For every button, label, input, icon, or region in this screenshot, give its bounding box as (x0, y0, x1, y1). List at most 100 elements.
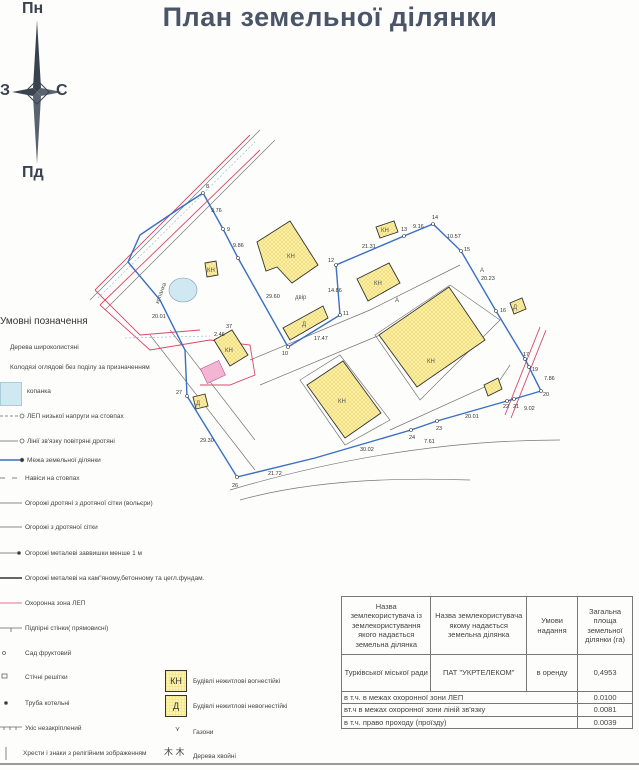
building (356, 262, 401, 302)
table-cell: в т.ч. в межах охоронної зони ЛЕП (340, 690, 579, 705)
building (378, 286, 486, 388)
dimension-label: 30.02 (360, 447, 374, 453)
point-number: 22 (503, 404, 509, 410)
table-row: вт.ч в межах охоронної зони ліній зв'язк… (340, 703, 633, 717)
legend-item: Дерева хвойні (193, 753, 236, 760)
legend-item: Укіс незакріплений (25, 725, 82, 732)
table-cell: 0,4953 (577, 654, 633, 692)
legend-item: Підпірні стінки( прямовисні) (25, 625, 109, 632)
compass-rose-icon (12, 20, 62, 164)
dimension-label: 10.57 (447, 234, 461, 240)
compass-south: Пд (22, 164, 44, 181)
power-line-zone (94, 134, 547, 419)
point-number: 13 (401, 227, 407, 233)
building (204, 260, 219, 278)
table-header: Назва землекористувача якому надається з… (430, 596, 527, 655)
table-header: Загальна площа земельної ділянки (га) (577, 596, 633, 655)
legend-item: Хрести і знаки з релігійним зображенням (23, 750, 147, 757)
dimension-label: 2.46 (214, 332, 225, 338)
point-number: 10 (282, 351, 288, 357)
communication-lines (97, 141, 256, 339)
fireproof-building-key-icon: КН (165, 670, 187, 692)
table-row: в т.ч. право проходу (проїзду) 0.0039 (340, 715, 633, 730)
point-number: 16 (500, 308, 506, 314)
table-cell: 0.0100 (577, 690, 633, 705)
point-number: 14 (432, 215, 438, 221)
conifer-tree-icon: ⽊ ⽊ (164, 747, 185, 757)
legend-item: Навіси на стовпах (25, 475, 80, 482)
pond (168, 277, 198, 303)
legend-item: ЛЕП низької напруги на стовпах (27, 413, 124, 420)
building-label: Д (196, 401, 200, 407)
dimension-label: 17.47 (314, 336, 328, 342)
boundary-vertices (185, 191, 543, 479)
compass-west: З (0, 82, 11, 99)
dimension-label: 29.60 (266, 294, 280, 300)
legend-item: Будівлі нежитлові невогнестійкі (193, 703, 288, 710)
point-number: 24 (409, 435, 415, 441)
dimension-label: 20.01 (152, 314, 166, 320)
yard-label: двір (295, 295, 307, 301)
legend-item: Будівлі нежитлові вогнестійкі (193, 678, 281, 685)
legend-item: Огорожі дротяні з дротяної сітки (вольєр… (25, 500, 153, 507)
building (256, 220, 319, 284)
pond-label: копанка (155, 281, 168, 304)
dimension-label: 20.01 (465, 414, 479, 420)
page-title: План земельної ділянки (162, 2, 498, 32)
table-cell: вт.ч в межах охоронної зони ліній зв'язк… (340, 703, 579, 717)
lawn-icon: ⋎ (175, 726, 181, 733)
table-row: в т.ч. в межах охоронної зони ЛЕП 0.0100 (340, 690, 633, 705)
building (375, 220, 399, 239)
legend-item: Огорожі металеві на кам"яному,бетонному … (25, 575, 205, 582)
table-cell: 0.0081 (577, 703, 633, 717)
building-label: КН (338, 399, 346, 405)
legend-item: Лінії зв'язку повітряні дротяні (27, 438, 115, 445)
point-number: 17 (523, 352, 529, 358)
table-cell: Турківської міської ради (340, 654, 432, 692)
legend-item: Сад фруктовий (25, 650, 72, 657)
dimension-label: 7.86 (544, 376, 555, 382)
building-label: Д (302, 322, 306, 328)
dimension-label: 20.23 (481, 276, 495, 282)
building (483, 377, 503, 397)
building (282, 305, 329, 341)
compass-north: Пн (22, 0, 44, 17)
legend-item: Колодязі оглядові без поділу за призначе… (10, 364, 150, 371)
compass-east: С (56, 82, 68, 99)
dimension-label: 9.02 (524, 406, 535, 412)
pond-swatch-icon (0, 382, 22, 406)
legend-item: Огорожі металеві заввишки менше 1 м (25, 550, 142, 557)
legend-item: Охоронна зона ЛЕП (25, 600, 86, 607)
building-label: КН (225, 348, 233, 354)
dimension-label: 9.76 (211, 208, 222, 214)
building (509, 297, 527, 315)
legend-item: Межа земельної ділянки (27, 457, 101, 464)
table-cell: 0.0039 (577, 715, 633, 730)
legend-item: Стічні решітки (25, 674, 68, 681)
legend-item: Дерева широколистяні (10, 344, 79, 351)
dimension-label: 21.72 (268, 471, 282, 477)
legend-item: Огорожі з дротяної сітки (25, 524, 98, 531)
building-label: КН (287, 254, 295, 260)
point-number: 21 (513, 404, 519, 410)
dimension-label: 21.31 (362, 244, 376, 250)
point-number: 8 (206, 184, 209, 190)
building-label: КН (427, 359, 435, 365)
table-cell: ПАТ "УКРТЕЛЕКОМ" (430, 654, 527, 692)
plot-boundary (127, 192, 542, 478)
point-number: 9 (227, 227, 230, 233)
table-header: Умови надання (525, 596, 579, 655)
point-number: 26 (232, 483, 238, 489)
passage-area (200, 360, 226, 384)
building-label: КН (381, 228, 389, 234)
land-info-table: Назва землекористувача із землекористува… (340, 596, 633, 730)
point-number: 11 (343, 311, 349, 317)
dimension-label: 14.86 (328, 288, 342, 294)
asphalt-label: А (480, 268, 484, 274)
asphalt-label: А (395, 298, 399, 304)
legend-item: Труба котельні (25, 700, 70, 707)
point-number: 12 (328, 258, 334, 264)
table-cell: в т.ч. право проходу (проїзду) (340, 715, 579, 730)
point-number: 23 (436, 426, 442, 432)
